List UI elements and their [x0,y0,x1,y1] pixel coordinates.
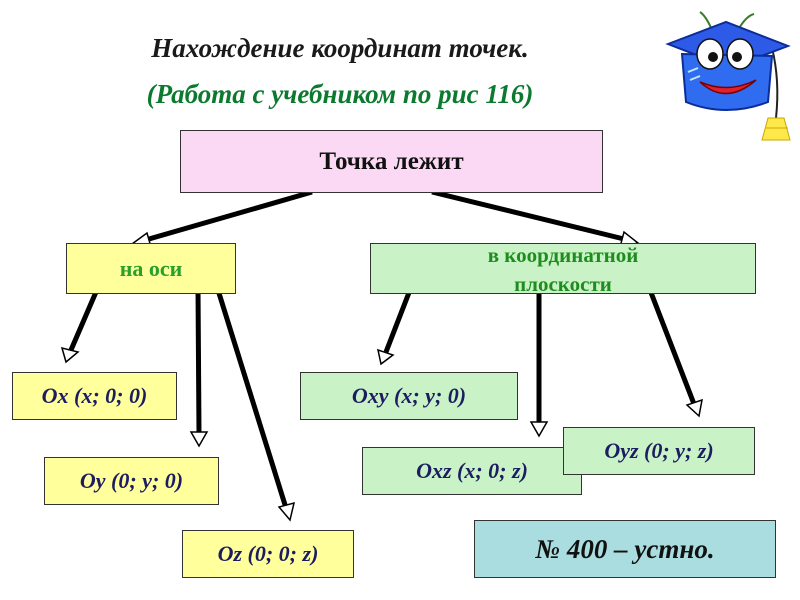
leaf-oxy: Oxy (x; y; 0) [300,372,518,420]
branch-node-plane: в координатной плоскости [370,243,756,296]
arrow-axis-to-ox [60,291,99,364]
arrow-root-to-axis [130,189,313,248]
branch-node-axis: на оси [66,243,236,294]
title-line-2: (Работа с учебником по рис 116) [146,79,534,109]
leaf-oy: Oy (0; y; 0) [44,457,219,505]
root-node: Точка лежит [180,130,603,193]
branch-plane-label-line-2: плоскости [514,271,612,296]
leaf-oz: Oz (0; 0; z) [182,530,354,578]
arrow-root-to-plane [431,189,640,249]
arrow-plane-to-oxz [529,292,549,438]
root-label: Точка лежит [319,147,464,175]
arrow-plane-to-oxy [376,289,413,366]
arrow-axis-to-oz [215,289,296,522]
leaf-oyz: Oyz (0; y; z) [563,427,755,475]
arrow-axis-to-oy [189,287,209,448]
arrow-plane-to-oyz [647,289,703,418]
graduation-cap-mascot-icon [665,11,791,141]
leaf-ox: Ox (x; 0; 0) [12,372,177,420]
task-label: № 400 – устно. [474,520,776,578]
branch-axis-label: на оси [119,255,183,281]
branch-plane-label-line-1: в координатной [487,243,639,268]
title-line-1: Нахождение координат точек. [151,33,529,63]
leaf-oxz: Oxz (x; 0; z) [362,447,582,495]
